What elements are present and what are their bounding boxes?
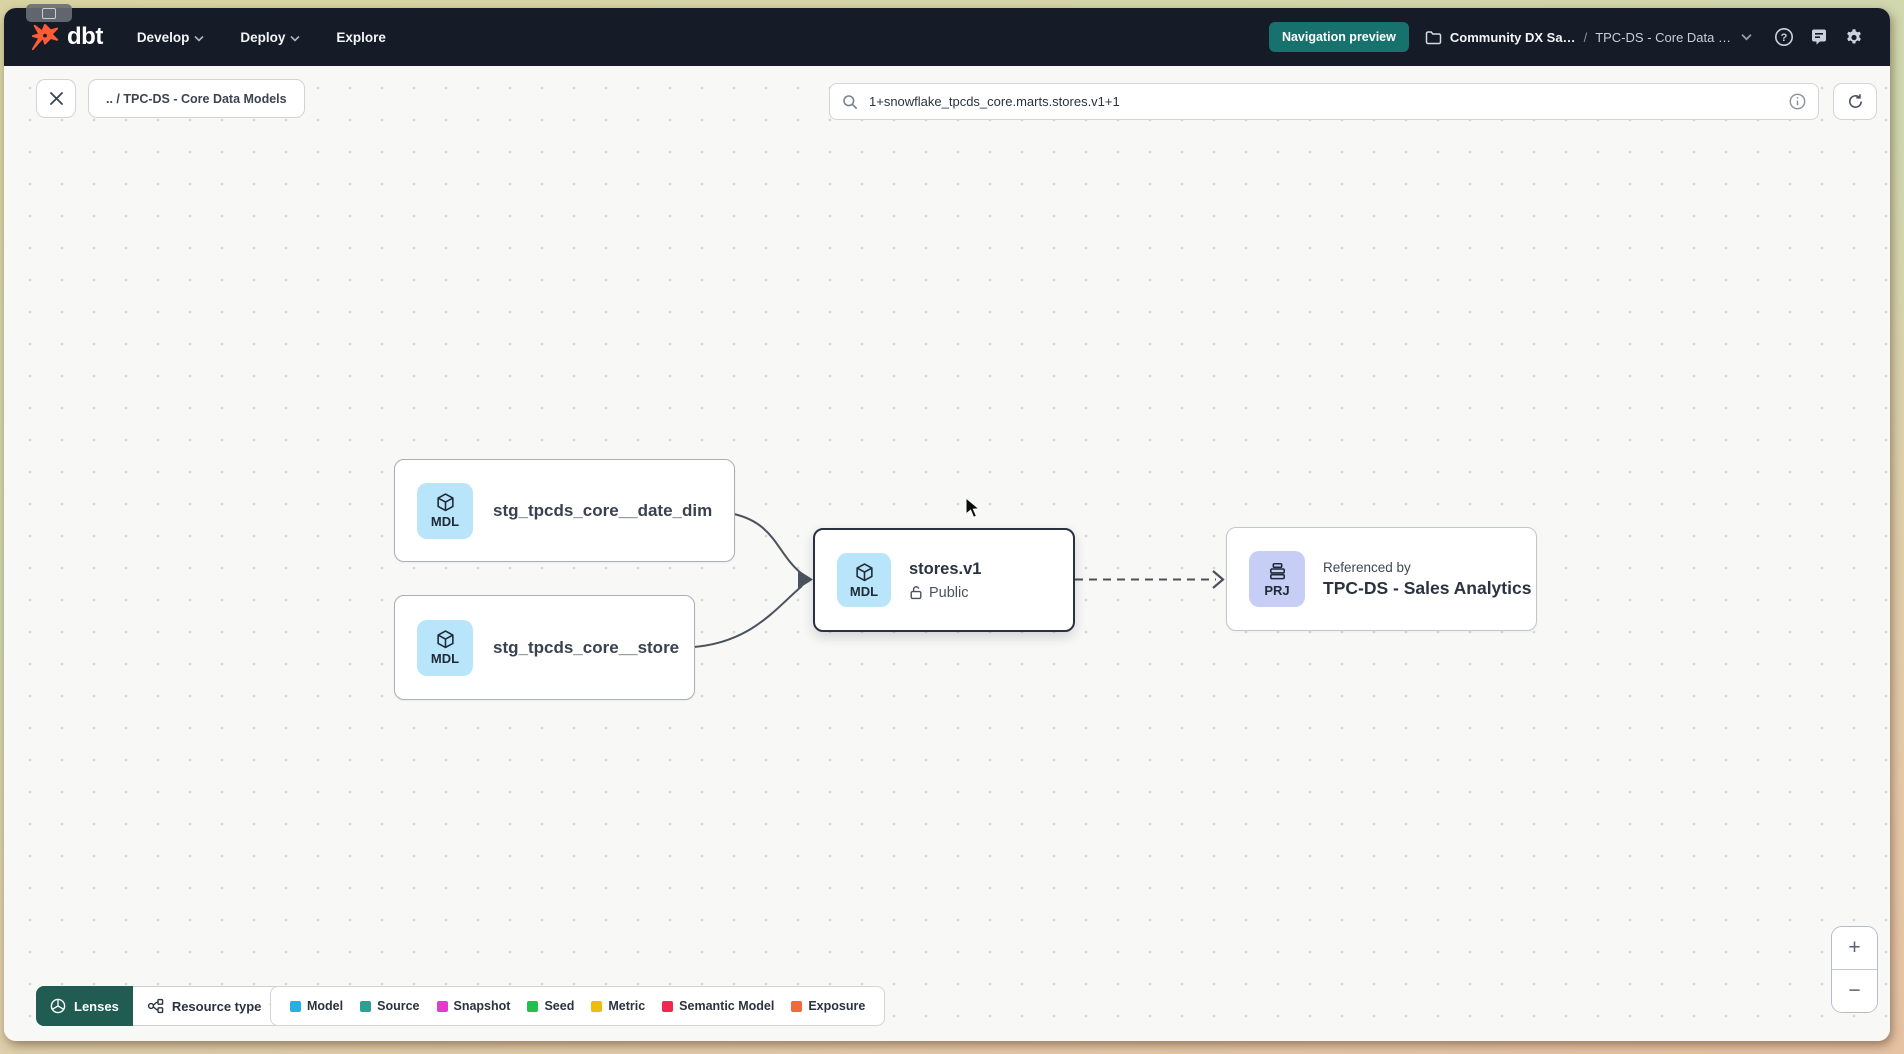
refresh-lineage-button[interactable] xyxy=(1833,83,1877,120)
node-referenced-by-sales-analytics[interactable]: PRJ Referenced by TPC-DS - Sales Analyti… xyxy=(1226,527,1537,631)
close-lineage-button[interactable] xyxy=(36,79,76,118)
lenses-control-group: Lenses Resource type xyxy=(36,986,296,1026)
top-navbar: dbt Develop Deploy Explore Navigation pr… xyxy=(4,8,1890,66)
project-badge: PRJ xyxy=(1249,551,1305,607)
dbt-logo[interactable]: dbt xyxy=(30,22,103,52)
cube-icon xyxy=(436,493,454,512)
svg-text:?: ? xyxy=(1781,32,1788,44)
node-label: stg_tpcds_core__store xyxy=(493,637,680,657)
node-stg-tpcds-core-date-dim[interactable]: MDL stg_tpcds_core__date_dim xyxy=(394,459,735,562)
zoom-in-button[interactable]: + xyxy=(1832,927,1877,969)
legend-item-model: Model xyxy=(290,999,343,1013)
access-label: Public xyxy=(929,584,969,601)
breadcrumb: Community DX Sa… / TPC-DS - Core Data … xyxy=(1425,30,1752,45)
search-icon xyxy=(843,94,857,109)
close-icon xyxy=(49,92,63,105)
referenced-by-label: Referenced by xyxy=(1323,559,1411,575)
resource-graph-icon xyxy=(147,998,164,1014)
legend-item-semantic-model: Semantic Model xyxy=(662,999,774,1013)
cube-icon xyxy=(855,562,873,581)
help-icon[interactable]: ? xyxy=(1774,27,1794,47)
chevron-down-icon xyxy=(194,35,204,42)
legend-item-seed: Seed xyxy=(527,999,574,1013)
legend-item-exposure: Exposure xyxy=(791,999,865,1013)
breadcrumb-section[interactable]: TPC-DS - Core Data … xyxy=(1595,29,1731,45)
breadcrumb-project[interactable]: Community DX Sa… xyxy=(1449,29,1576,45)
screen-capture-artifact xyxy=(26,4,72,22)
legend-item-source: Source xyxy=(360,999,420,1013)
dbt-logo-text: dbt xyxy=(67,23,103,50)
node-stg-tpcds-core-store[interactable]: MDL stg_tpcds_core__store xyxy=(394,595,695,700)
zoom-out-button[interactable]: − xyxy=(1832,970,1877,1012)
zoom-controls: + − xyxy=(1831,926,1878,1013)
node-label: stores.v1 xyxy=(909,559,982,578)
search-input[interactable] xyxy=(867,93,1780,110)
source-swatch xyxy=(360,1000,372,1012)
lineage-canvas[interactable]: .. / TPC-DS - Core Data Models MDL stg_t… xyxy=(4,8,1890,1041)
chevron-down-icon[interactable] xyxy=(1741,33,1752,41)
feedback-icon[interactable] xyxy=(1809,27,1829,47)
chevron-down-icon xyxy=(290,35,300,42)
model-badge: MDL xyxy=(417,619,473,676)
info-icon[interactable] xyxy=(1789,93,1806,110)
model-badge: MDL xyxy=(837,553,891,607)
lineage-path-chip[interactable]: .. / TPC-DS - Core Data Models xyxy=(88,79,305,118)
legend-item-metric: Metric xyxy=(591,999,645,1013)
navigation-preview-badge[interactable]: Navigation preview xyxy=(1268,22,1409,52)
node-stores-v1[interactable]: MDL stores.v1 Public xyxy=(813,528,1075,632)
refresh-icon xyxy=(1848,94,1862,108)
node-label: TPC-DS - Sales Analytics xyxy=(1323,577,1532,598)
nav-menu-develop[interactable]: Develop xyxy=(137,30,205,45)
node-label: stg_tpcds_core__date_dim xyxy=(493,500,713,520)
settings-gear-icon[interactable] xyxy=(1844,27,1864,47)
nav-menu-deploy[interactable]: Deploy xyxy=(240,30,300,45)
legend-item-snapshot: Snapshot xyxy=(436,999,510,1013)
zoom-divider xyxy=(1832,969,1877,970)
folder-icon xyxy=(1425,30,1442,44)
lens-aperture-icon xyxy=(50,998,66,1014)
stack-icon xyxy=(1269,562,1285,579)
resource-type-legend: Model Source Snapshot Seed Metric Semant… xyxy=(270,986,886,1026)
model-swatch xyxy=(290,1000,301,1012)
lineage-search-bar xyxy=(829,83,1819,120)
cube-icon xyxy=(436,630,454,649)
breadcrumb-separator: / xyxy=(1583,29,1588,45)
dbt-logo-icon xyxy=(31,23,59,51)
resource-type-dropdown[interactable]: Resource type xyxy=(132,986,296,1026)
snapshot-swatch xyxy=(436,1000,448,1012)
model-badge: MDL xyxy=(417,482,473,539)
seed-swatch xyxy=(527,1000,539,1012)
canvas-dot-grid xyxy=(4,66,1890,1041)
exposure-swatch xyxy=(791,1000,803,1012)
unlocked-icon xyxy=(910,586,922,600)
semantic-model-swatch xyxy=(662,1000,674,1012)
nav-menu-explore[interactable]: Explore xyxy=(336,29,386,45)
app-window: dbt Develop Deploy Explore Navigation pr… xyxy=(4,8,1890,1041)
metric-swatch xyxy=(591,1000,603,1012)
lenses-button[interactable]: Lenses xyxy=(36,986,133,1026)
